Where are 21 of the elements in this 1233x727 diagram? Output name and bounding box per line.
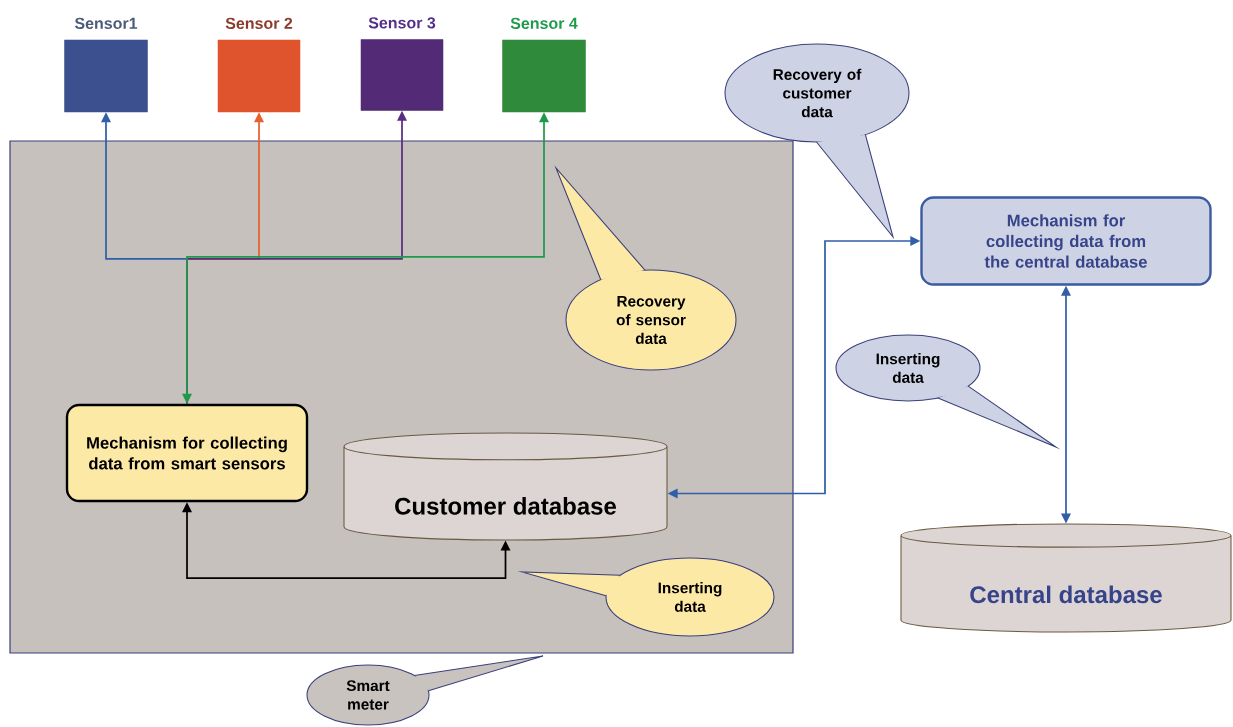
- speech-bubble: Inserting data: [517, 557, 775, 637]
- process-box: Mechanism for collecting data from smart sensors: [65, 403, 309, 503]
- node-label: Sensor 2: [225, 17, 293, 30]
- database-cylinder: Customer database: [343, 432, 668, 541]
- arrow: [667, 236, 921, 499]
- node-label: Sensor1: [74, 17, 138, 30]
- process-box: Mechanism for collecting data from the central database: [920, 196, 1212, 286]
- speech-bubble: Recovery of sensor data: [554, 165, 737, 371]
- arrow: [1061, 285, 1071, 524]
- node-label: Sensor 3: [368, 17, 436, 29]
- arrow: [182, 502, 511, 580]
- sensor-box: Sensor 2: [217, 17, 301, 113]
- sensor-box: Sensor 4: [502, 17, 586, 113]
- speech-bubble: Recovery of customer data: [724, 43, 910, 240]
- database-cylinder: Central database: [900, 523, 1232, 633]
- node-label: Sensor 4: [510, 17, 578, 30]
- speech-bubble: Inserting data: [835, 334, 1061, 450]
- sensor-box: Sensor 3: [360, 17, 444, 111]
- speech-bubble: Smart meter: [306, 655, 544, 726]
- sensor-box: Sensor1: [64, 17, 148, 113]
- arrow: [182, 112, 549, 404]
